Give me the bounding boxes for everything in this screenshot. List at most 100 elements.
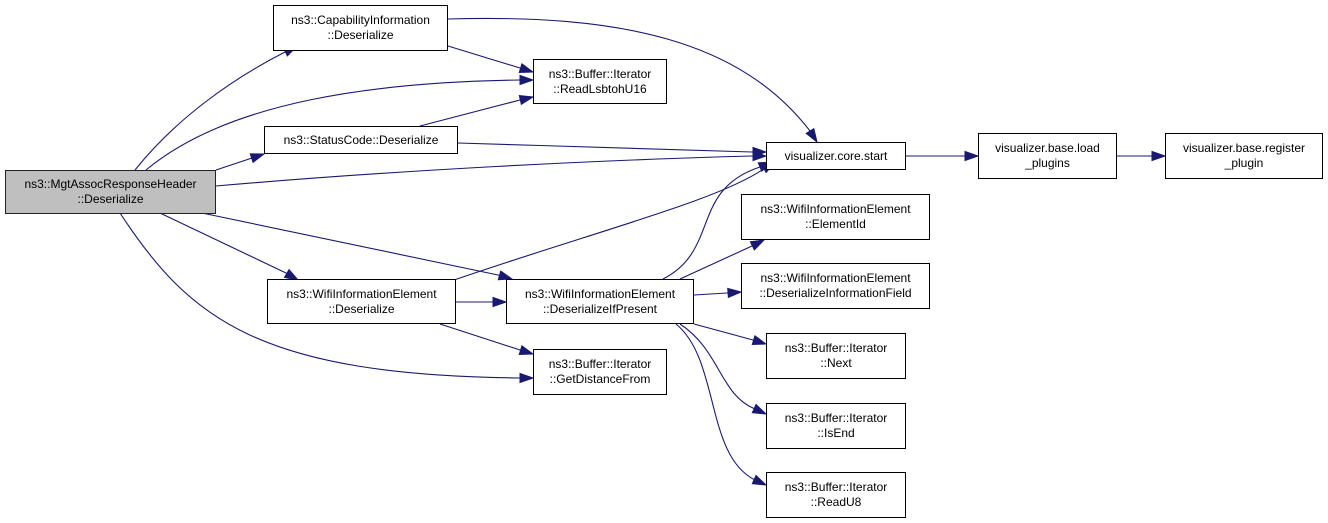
node-wifiinformationelement-deserializeifpresent[interactable]: ns3::WifiInformationElement ::Deserializ… — [506, 279, 694, 324]
node-buffer-iterator-isend[interactable]: ns3::Buffer::Iterator ::IsEnd — [766, 403, 906, 449]
node-label-line: ns3::Buffer::Iterator — [784, 480, 888, 494]
arrowhead-icon — [518, 63, 535, 74]
node-label-line: ns3::Buffer::Iterator — [548, 357, 652, 371]
edge-line — [145, 79, 521, 171]
arrowhead-icon — [249, 153, 266, 164]
node-label-line: ns3::Buffer::Iterator — [548, 66, 652, 81]
node-buffer-iterator-getdistancefrom[interactable]: ns3::Buffer::Iterator ::GetDistanceFrom — [533, 349, 667, 395]
node-label-line: ::ReadU8 — [810, 495, 862, 509]
edge-n9-n10 — [456, 296, 508, 308]
node-label-line: ns3::WifiInformationElement — [760, 202, 911, 216]
node-label-line: ::Next — [820, 356, 852, 370]
node-mgtassocresponseheader-deserialize[interactable]: ns3::MgtAssocResponseHeader ::Deserializ… — [5, 170, 216, 214]
arrowhead-icon — [492, 296, 508, 308]
node-label-line: ns3::Buffer::Iterator — [784, 411, 888, 425]
edge-n0-n11 — [119, 212, 535, 384]
node-visualizer-base-load-plugins[interactable]: visualizer.base.load _plugins — [978, 133, 1117, 179]
node-visualizer-core-start[interactable]: visualizer.core.start — [766, 142, 906, 170]
node-label-line: ns3::WifiInformationElement — [524, 286, 676, 301]
node-wifiinformationelement-elementid[interactable]: ns3::WifiInformationElement ::ElementId — [741, 194, 930, 240]
edge-n0-n3 — [215, 153, 266, 171]
arrowhead-icon — [497, 270, 514, 281]
arrowhead-icon — [518, 345, 535, 356]
node-label-line: ns3::WifiInformationElement — [760, 271, 911, 285]
node-visualizer-base-register-plugin[interactable]: visualizer.base.register _plugin — [1165, 133, 1323, 179]
arrowhead-icon — [751, 335, 768, 346]
edge-n4-n5 — [906, 150, 980, 162]
edge-line — [693, 292, 728, 296]
arrowhead-icon — [727, 287, 743, 299]
node-label-line: ns3::CapabilityInformation — [291, 13, 430, 27]
node-label-line: ::DeserializeInformationField — [759, 286, 912, 300]
node-label-line: ::DeserializeIfPresent — [542, 301, 658, 316]
edge-n0-n10 — [201, 212, 514, 281]
arrowhead-icon — [751, 474, 768, 486]
node-capabilityinformation-deserialize[interactable]: ns3::CapabilityInformation ::Deserialize — [273, 5, 448, 51]
edge-line — [675, 323, 756, 481]
node-label-line: visualizer.base.load — [995, 141, 1100, 155]
node-label-line: ::ReadLsbtohU16 — [553, 81, 647, 96]
edge-line — [215, 157, 253, 171]
edge-n0-n9 — [159, 212, 300, 281]
node-label-line: ::Deserialize — [328, 301, 395, 316]
node-label-line: ::Deserialize — [327, 28, 394, 42]
node-label-line: ns3::StatusCode::Deserialize — [283, 132, 439, 147]
edge-line — [662, 166, 761, 280]
edge-n3-n4 — [457, 142, 768, 158]
arrowhead-icon — [518, 94, 535, 106]
edge-n9-n11 — [439, 323, 535, 356]
node-statuscode-deserialize[interactable]: ns3::StatusCode::Deserialize — [264, 126, 458, 154]
edge-n10-n12 — [693, 323, 768, 346]
node-label-line: ::GetDistanceFrom — [549, 372, 651, 386]
arrowhead-icon — [519, 74, 535, 86]
node-label-line: ::Deserialize — [77, 192, 144, 206]
node-label-line: visualizer.base.register — [1182, 141, 1306, 155]
edge-line — [693, 323, 754, 341]
node-label-line: ::ElementId — [805, 217, 866, 231]
node-label-line: ns3::WifiInformationElement — [286, 286, 437, 301]
edge-n5-n6 — [1117, 150, 1167, 162]
edge-line — [453, 167, 766, 281]
node-label-line: _plugin — [1224, 156, 1264, 170]
node-label-line: ns3::Buffer::Iterator — [784, 341, 888, 355]
edge-line — [119, 212, 521, 379]
edge-line — [215, 155, 753, 187]
edge-line — [419, 99, 521, 127]
node-wifiinformationelement-deserialize[interactable]: ns3::WifiInformationElement ::Deserializ… — [267, 279, 456, 324]
node-label-line: _plugins — [1025, 156, 1070, 170]
edge-n1-n4 — [447, 17, 818, 144]
edge-n10-n13 — [679, 323, 768, 415]
arrowhead-icon — [752, 146, 768, 158]
arrowhead-icon — [751, 403, 768, 415]
edge-n3-n2 — [419, 94, 535, 127]
node-buffer-iterator-readu8[interactable]: ns3::Buffer::Iterator ::ReadU8 — [766, 472, 906, 518]
arrowhead-icon — [964, 150, 980, 162]
node-label-line: visualizer.core.start — [784, 148, 888, 163]
arrowhead-icon — [805, 127, 818, 144]
arrowhead-icon — [1151, 150, 1167, 162]
arrowhead-icon — [283, 268, 300, 281]
edge-line — [439, 323, 521, 351]
edge-n9-n4 — [453, 161, 777, 281]
node-buffer-iterator-next[interactable]: ns3::Buffer::Iterator ::Next — [766, 333, 906, 379]
edge-line — [134, 51, 286, 171]
node-wifiinformationelement-deserializeinformationfield[interactable]: ns3::WifiInformationElement ::Deserializ… — [741, 263, 930, 309]
edge-line — [457, 142, 753, 153]
edge-n0-n2 — [145, 74, 535, 171]
edge-n10-n14 — [675, 323, 768, 486]
arrowhead-icon — [519, 372, 535, 384]
edge-n0-n4 — [215, 150, 768, 187]
edge-n10-n8 — [693, 287, 743, 299]
edge-line — [679, 245, 753, 280]
node-label-line: ns3::MgtAssocResponseHeader — [24, 177, 197, 191]
arrowhead-icon — [749, 239, 766, 251]
edge-line — [447, 17, 811, 132]
node-buffer-iterator-readlsbtohu16[interactable]: ns3::Buffer::Iterator ::ReadLsbtohU16 — [533, 59, 667, 104]
node-label-line: ::IsEnd — [817, 426, 855, 440]
edge-line — [201, 212, 499, 276]
edge-line — [447, 45, 521, 69]
edge-line — [159, 212, 287, 274]
edge-line — [679, 323, 756, 410]
edge-n10-n7 — [679, 239, 766, 280]
